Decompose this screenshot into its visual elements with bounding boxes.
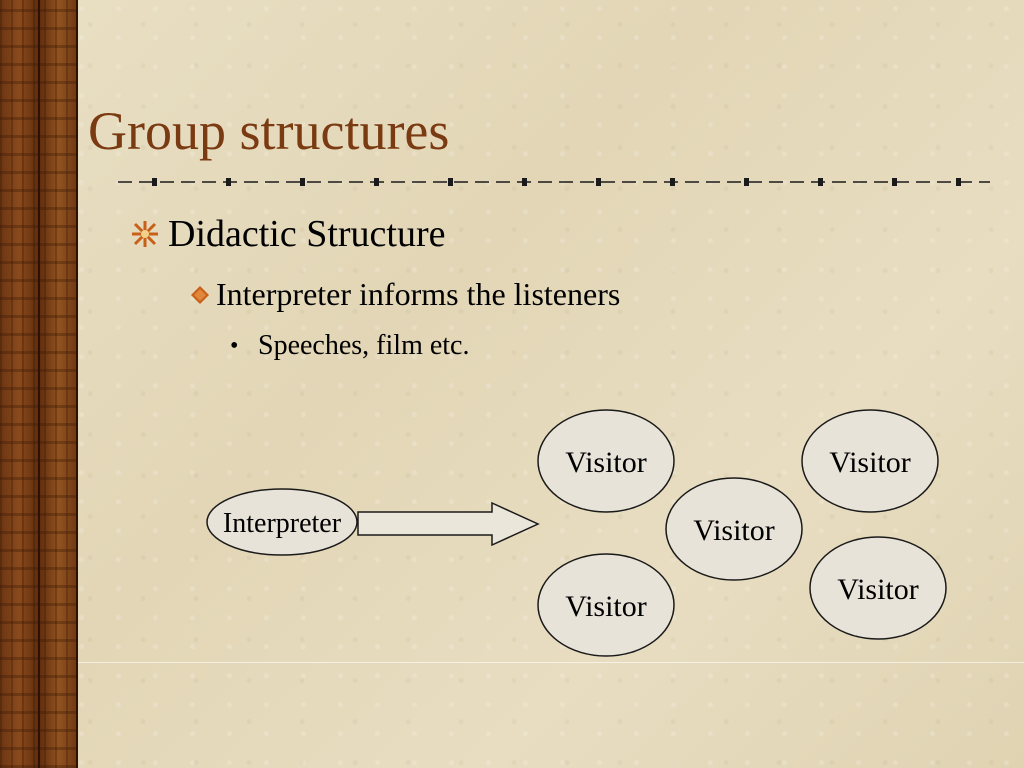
dot-bullet-icon: • xyxy=(230,332,239,359)
visitor-label: Visitor xyxy=(837,573,919,606)
visitor-node: Visitor xyxy=(801,409,939,513)
visitor-label: Visitor xyxy=(565,590,647,623)
bullet-level3: • Speeches, film etc. xyxy=(230,330,469,362)
bullet-level1: Didactic Structure xyxy=(130,212,446,256)
bullet-level3-text: Speeches, film etc. xyxy=(258,330,470,361)
visitor-node: Visitor xyxy=(809,536,947,640)
direction-arrow xyxy=(357,501,540,547)
bullet-level2-text: Interpreter informs the listeners xyxy=(216,276,621,312)
star-burst-icon xyxy=(132,221,158,247)
interpreter-label: Interpreter xyxy=(223,508,342,539)
visitor-node: Visitor xyxy=(537,553,675,657)
visitor-node: Visitor xyxy=(665,477,803,581)
diamond-icon xyxy=(191,285,209,304)
visitor-node: Visitor xyxy=(537,409,675,513)
bullet-level1-text: Didactic Structure xyxy=(168,213,446,255)
visitor-label: Visitor xyxy=(565,446,647,479)
visitor-label: Visitor xyxy=(829,446,911,479)
slide-title: Group structures xyxy=(88,101,450,161)
sidebar-edge xyxy=(76,0,78,768)
bullet-level2: Interpreter informs the listeners xyxy=(190,276,620,313)
dashed-title-rule xyxy=(118,178,990,186)
bottom-divider xyxy=(78,662,1024,663)
interpreter-node: Interpreter xyxy=(206,488,358,556)
visitor-label: Visitor xyxy=(693,514,775,547)
sidebar-divider xyxy=(38,0,40,768)
